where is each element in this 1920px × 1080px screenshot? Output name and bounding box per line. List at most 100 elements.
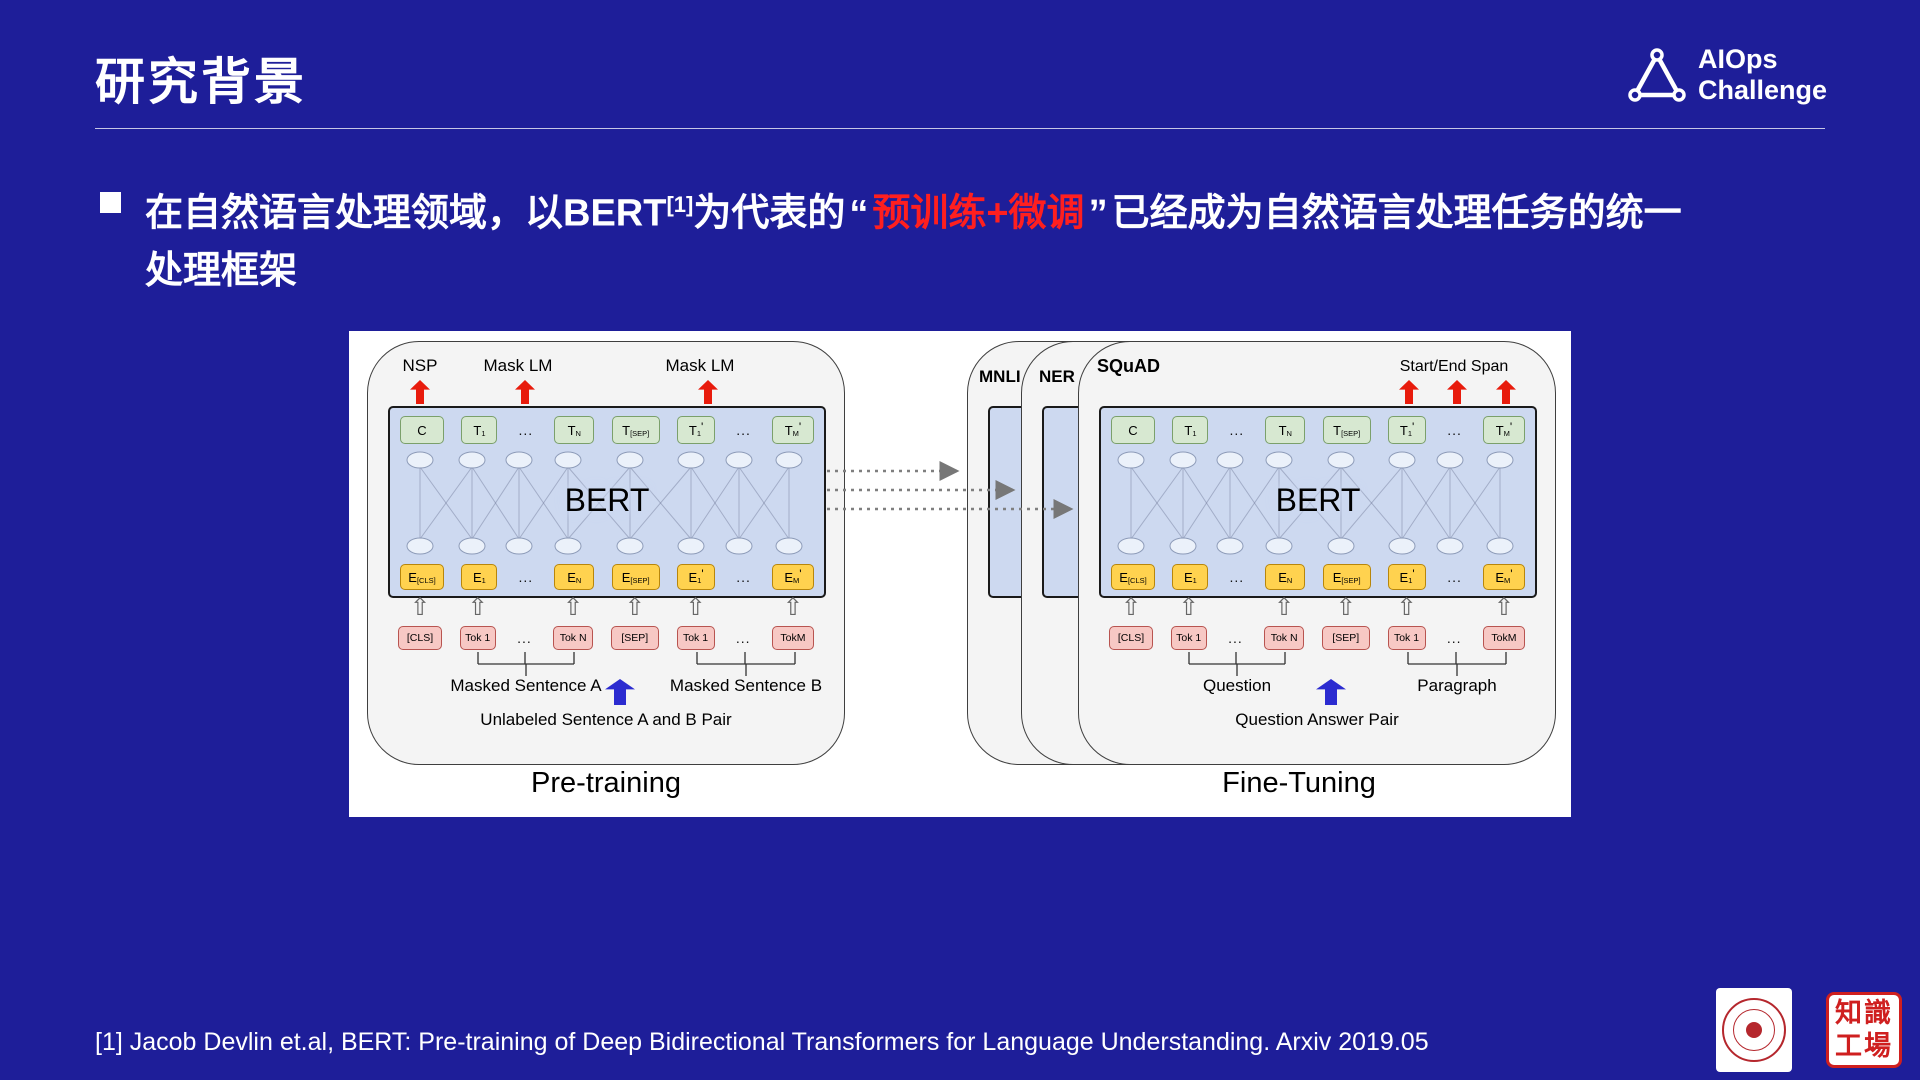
logo-line2: Challenge	[1698, 75, 1828, 105]
token-slot: [CLS]	[1109, 626, 1153, 650]
red-up-arrow-icon	[1496, 380, 1516, 404]
knowledge-works-seal: 知識 工場	[1826, 992, 1902, 1068]
token-box: T[SEP]	[1322, 416, 1371, 444]
bert-network-graphic	[390, 408, 824, 596]
bullet-line2: 处理框架	[145, 249, 298, 292]
token-slot: Tok N	[553, 626, 594, 650]
bert-title: BERT	[564, 482, 650, 518]
token-slot: [SEP]	[1321, 626, 1370, 650]
input-token-row: [CLS]Tok 1...Tok N[SEP]Tok 1...TokM	[398, 626, 814, 650]
paragraph-label: Paragraph	[1417, 676, 1497, 695]
token-slot: [CLS]	[398, 626, 442, 650]
bullet-marker	[100, 192, 121, 213]
bullet-part1: 在自然语言处理领域，以BERT	[145, 192, 667, 235]
token-box: Tok N	[553, 626, 594, 650]
ellipsis: ...	[735, 630, 751, 646]
bert-network-graphic	[1101, 408, 1535, 596]
mask-lm-label-2: Mask LM	[665, 356, 735, 375]
ellipsis: ...	[1229, 569, 1245, 585]
ellipsis: ...	[518, 569, 534, 585]
block-up-arrow-icon: ⇧	[624, 594, 645, 621]
block-up-arrow-icon: ⇧	[1178, 594, 1199, 621]
block-up-arrow-icon: ⇧	[409, 594, 431, 621]
token-slot: Tok 1	[676, 626, 715, 650]
empty-slot	[1224, 594, 1246, 622]
empty-slot	[513, 594, 535, 622]
ellipsis: ...	[1446, 630, 1462, 646]
block-up-arrow-icon: ⇧	[782, 594, 803, 621]
ellipsis: ...	[1447, 569, 1462, 585]
blue-up-arrow-icon	[605, 679, 635, 705]
bullet-part2: 为代表的	[693, 192, 846, 235]
bullet-part3: 已经成为自然语言处理任务的统一	[1111, 192, 1682, 235]
squad-label: SQuAD	[1097, 356, 1160, 376]
blue-up-arrow-icon	[1316, 679, 1346, 705]
block-up-arrow-icon: ⇧	[1493, 594, 1514, 621]
ellipsis: ...	[517, 630, 532, 646]
red-up-arrow-icon	[698, 380, 718, 404]
token-slot: Tok 1	[1170, 626, 1207, 650]
token-box: [CLS]	[1109, 626, 1153, 650]
token-slot: T[SEP]	[611, 416, 660, 444]
token-slot: T[SEP]	[1322, 416, 1371, 444]
sentence-a-label: Masked Sentence A	[450, 676, 602, 695]
ellipsis: ...	[1228, 630, 1243, 646]
question-label: Question	[1202, 676, 1272, 695]
ner-label: NER	[1039, 367, 1075, 386]
input-token-row: [CLS]Tok 1...Tok N[SEP]Tok 1...TokM	[1109, 626, 1525, 650]
ellipsis: ...	[736, 569, 751, 585]
token-box: E[CLS]	[1111, 564, 1155, 590]
token-slot: TokM	[1482, 626, 1525, 650]
token-slot: C	[400, 416, 444, 444]
token-box: E[SEP]	[1322, 564, 1371, 590]
ellipsis: ...	[518, 422, 534, 438]
seal-core	[1746, 1022, 1762, 1038]
title-divider	[95, 128, 1825, 129]
pair-label: Unlabeled Sentence A and B Pair	[480, 710, 732, 729]
mask-lm-label-1: Mask LM	[483, 356, 553, 375]
block-arrows-row: ⇧⇧⇧⇧⇧⇧	[398, 594, 814, 622]
empty-slot	[1443, 594, 1465, 622]
sentence-b-label: Masked Sentence B	[669, 676, 823, 695]
block-up-arrow-icon: ⇧	[1274, 594, 1295, 621]
token-slot: Tok N	[1264, 626, 1305, 650]
token-slot: TokM	[771, 626, 814, 650]
pair-label: Question Answer Pair	[1235, 710, 1399, 729]
aiops-challenge-logo: AIOps Challenge	[1628, 44, 1827, 106]
token-slot: E[CLS]	[1111, 564, 1155, 590]
token-box: [SEP]	[1321, 626, 1370, 650]
bullet-point: 在自然语言处理领域，以BERT[1]为代表的“预训练+微调”已经成为自然语言处理…	[100, 176, 1682, 300]
quote-open: “	[849, 192, 869, 235]
red-up-arrow-icon	[515, 380, 535, 404]
block-up-arrow-icon: ⇧	[1120, 594, 1142, 621]
seal-text-line1: 知識	[1835, 998, 1893, 1028]
ellipsis: ...	[1229, 422, 1245, 438]
pretraining-caption: Pre-training	[531, 767, 681, 799]
block-up-arrow-icon: ⇧	[685, 594, 706, 621]
